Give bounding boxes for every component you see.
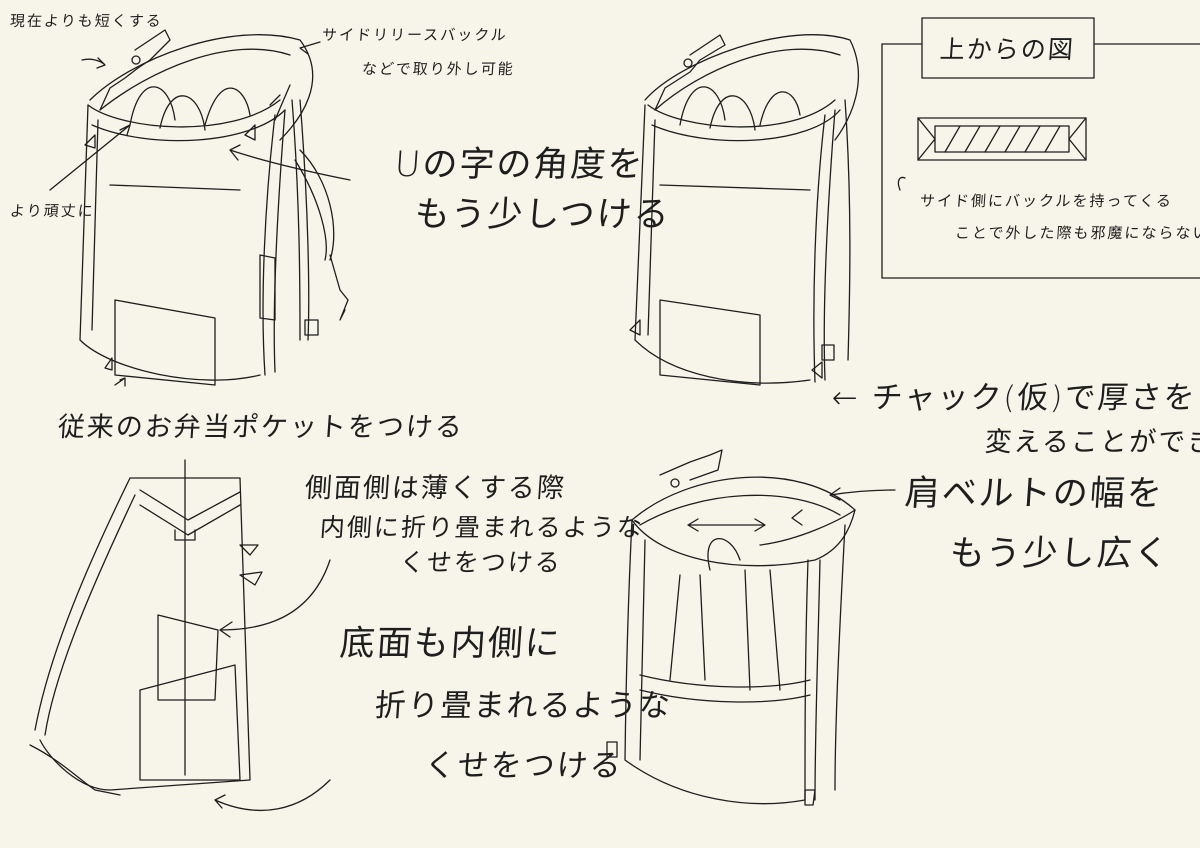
note-zipper-line1: ← チャック(仮)で厚さを [830,380,1198,416]
backpack-sketch-front-view [49,29,351,387]
top-view-note-line2: ことで外した際も邪魔にならない [954,224,1200,242]
note-u-angle-line2: もう少しつける [413,195,673,235]
backpack-sketch-zipper-view [629,34,860,386]
backpack-sketch-back-view [606,449,896,806]
note-side-line1: 側面側は薄くする際 [303,473,567,504]
note-side-line2: 内側に折り畳まれるような [318,513,645,542]
note-bottom-line1: 底面も内側に [338,624,564,664]
top-view-panel [881,17,1200,279]
note-buckle-line1: サイドリリースバックル [321,26,509,44]
top-view-title: 上からの図 [938,35,1076,64]
note-side-line3: くせをつける [398,548,563,577]
note-shorter: 現在よりも短くする [9,12,164,30]
top-view-note-line1: サイド側にバックルを持ってくる [919,192,1174,210]
note-sturdy: より頑丈に [9,202,96,220]
note-u-angle-line1: Uの字の角度を [393,145,646,185]
note-bottom-line3: くせをつける [423,748,625,784]
note-buckle-line2: などで取り外し可能 [361,60,516,78]
note-strap-line2: もう少し広く [948,534,1173,574]
note-lunch-pocket: 従来のお弁当ポケットをつける [56,412,465,443]
note-bottom-line2: 折り畳まれるような [373,688,674,724]
backpack-sketch-folded-view [29,459,331,812]
note-zipper-line2: 変えることができる。 [983,427,1200,458]
note-strap-line1: 肩ベルトの幅を [903,474,1166,514]
